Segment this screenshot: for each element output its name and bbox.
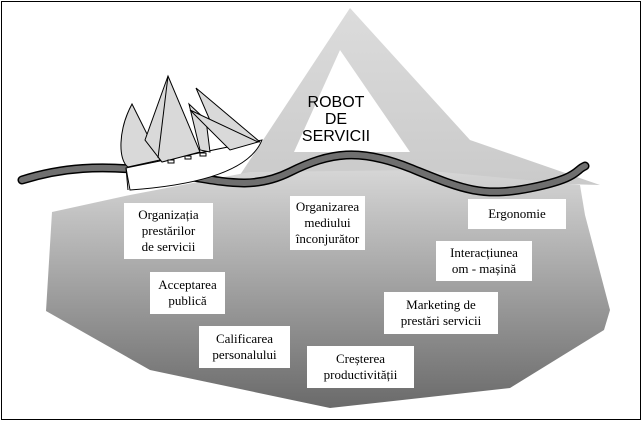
box-interactiunea: Interacțiunea om - mașină bbox=[436, 241, 532, 281]
box-text: Ergonomie bbox=[488, 206, 546, 221]
box-text: productivității bbox=[323, 367, 398, 382]
box-text: de servicii bbox=[141, 239, 196, 254]
box-text: Marketing de bbox=[406, 297, 476, 312]
box-text: prestări servicii bbox=[400, 313, 482, 328]
title-line-2: DE bbox=[324, 111, 348, 128]
box-marketing: Marketing de prestări servicii bbox=[384, 292, 498, 334]
robot-title: ROBOT DE SERVICII bbox=[296, 94, 376, 145]
box-text: Interacțiunea bbox=[450, 245, 518, 260]
sailboat-icon bbox=[120, 74, 263, 191]
iceberg-peak bbox=[240, 8, 600, 185]
box-cresterea: Creșterea productivității bbox=[307, 346, 414, 388]
box-acceptarea: Acceptarea publică bbox=[150, 272, 225, 314]
box-calificarea: Calificarea personalului bbox=[199, 326, 290, 368]
box-organizarea: Organizarea mediului înconjurător bbox=[290, 196, 365, 250]
box-text: Acceptarea bbox=[158, 277, 217, 292]
box-text: prestărilor bbox=[141, 223, 196, 238]
box-organizatia: Organizația prestărilor de servicii bbox=[124, 203, 213, 259]
box-text: publică bbox=[168, 293, 207, 308]
box-text: Organizația bbox=[138, 207, 199, 222]
box-text: personalului bbox=[212, 347, 277, 362]
title-line-3: SERVICII bbox=[301, 128, 371, 145]
box-text: Creșterea bbox=[335, 351, 386, 366]
box-ergonomie: Ergonomie bbox=[468, 199, 566, 229]
box-text: mediului bbox=[304, 215, 351, 230]
title-line-1: ROBOT bbox=[307, 94, 365, 111]
box-text: om - mașină bbox=[451, 261, 517, 276]
box-text: Calificarea bbox=[215, 331, 273, 346]
box-text: înconjurător bbox=[295, 231, 360, 246]
box-text: Organizarea bbox=[295, 199, 360, 214]
